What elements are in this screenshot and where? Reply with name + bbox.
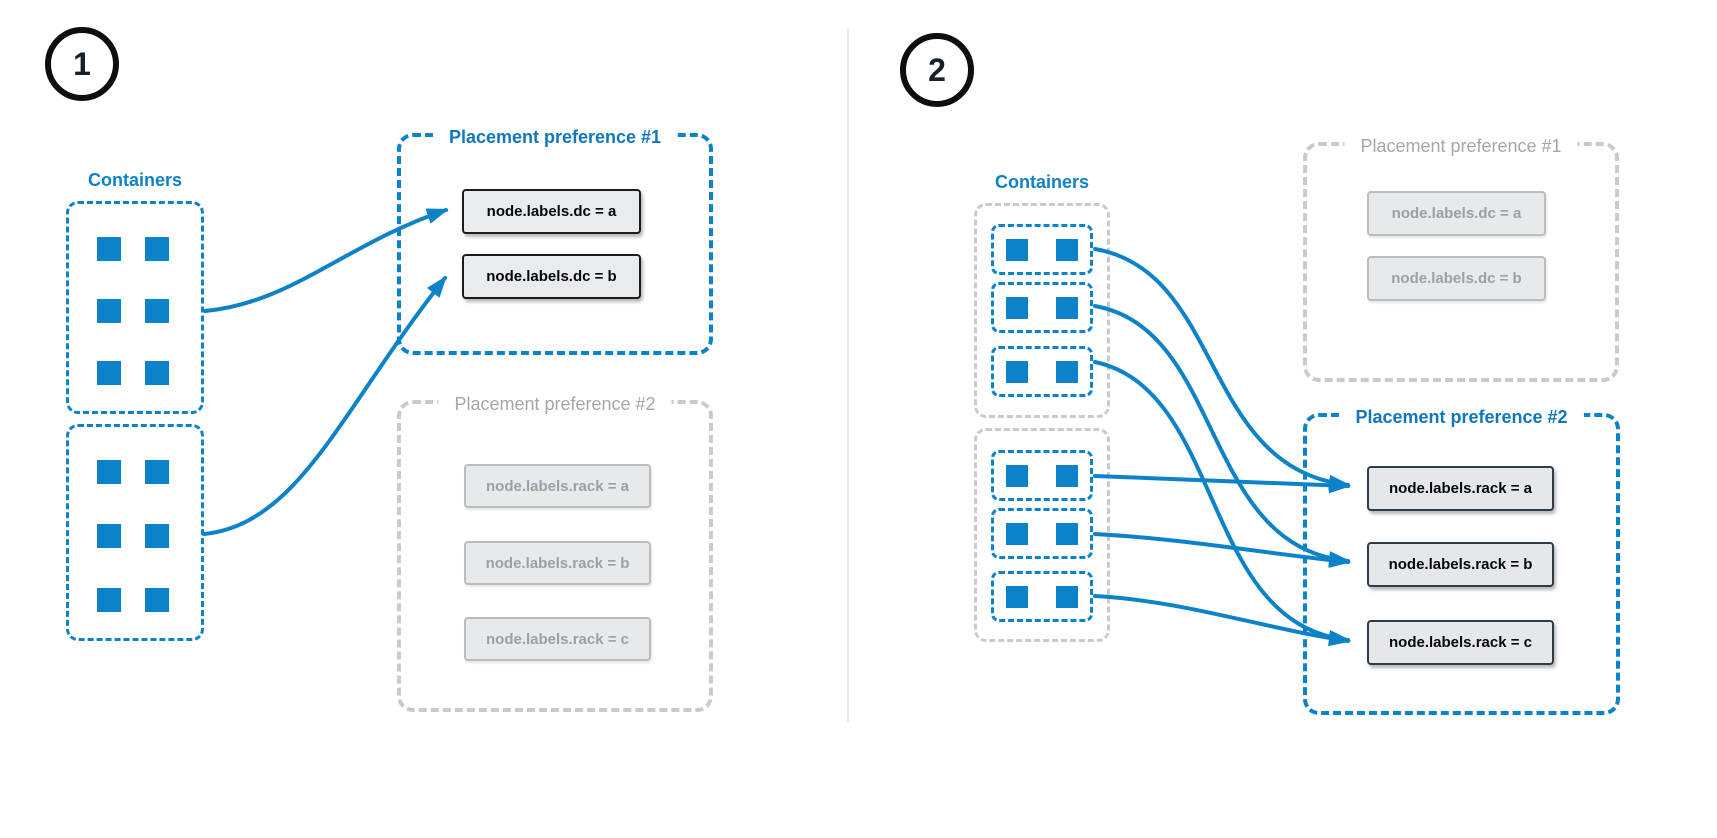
container-square — [1006, 238, 1028, 261]
placement-preference-1-title: Placement preference #1 — [1344, 134, 1578, 158]
pref-item-dc-b: node.labels.dc = b — [1367, 256, 1546, 301]
container-box-2 — [991, 282, 1093, 333]
container-square — [145, 460, 169, 484]
container-box-3 — [991, 346, 1093, 397]
pref-item-rack-b: node.labels.rack = b — [464, 541, 651, 585]
container-square — [1056, 296, 1078, 319]
container-square — [145, 299, 169, 323]
container-square — [1056, 238, 1078, 261]
placement-preference-2-panel-2: Placement preference #2 node.labels.rack… — [1303, 405, 1620, 715]
panel-2-badge: 2 — [900, 33, 974, 107]
container-box-1 — [991, 224, 1093, 275]
container-square — [1006, 585, 1028, 608]
container-group-2 — [66, 424, 204, 641]
pref-item-dc-a: node.labels.dc = a — [1367, 191, 1546, 236]
panel-1-badge-number: 1 — [73, 45, 91, 82]
pref-item-dc-b: node.labels.dc = b — [462, 254, 641, 299]
container-square — [1056, 464, 1078, 487]
placement-preference-2-title: Placement preference #2 — [438, 392, 672, 416]
container-square — [97, 460, 121, 484]
pref-item-dc-a: node.labels.dc = a — [462, 189, 641, 234]
container-square — [1056, 585, 1078, 608]
placement-preference-2-panel-1: Placement preference #2 node.labels.rack… — [397, 392, 713, 712]
panel-2-badge-number: 2 — [928, 51, 946, 88]
pref-item-rack-a: node.labels.rack = a — [464, 464, 651, 508]
container-outer-group-1 — [974, 203, 1110, 418]
container-outer-group-2 — [974, 428, 1110, 642]
container-square — [145, 588, 169, 612]
container-square — [145, 237, 169, 261]
container-square — [97, 588, 121, 612]
placement-preference-1-panel-2: Placement preference #1 node.labels.dc =… — [1303, 134, 1619, 382]
container-box-6 — [991, 571, 1093, 622]
container-box-4 — [991, 450, 1093, 501]
container-square — [97, 299, 121, 323]
container-square — [1006, 464, 1028, 487]
container-group-1 — [66, 201, 204, 414]
panel-1-badge: 1 — [45, 27, 119, 101]
pref-item-rack-c: node.labels.rack = c — [464, 617, 651, 661]
placement-preference-1-panel-1: Placement preference #1 node.labels.dc =… — [397, 125, 713, 355]
panel-divider — [847, 28, 849, 722]
container-square — [145, 524, 169, 548]
container-square — [1056, 360, 1078, 383]
container-box-5 — [991, 508, 1093, 559]
container-square — [97, 361, 121, 385]
container-square — [1006, 360, 1028, 383]
container-square — [1056, 522, 1078, 545]
containers-label-panel-1: Containers — [87, 170, 183, 190]
pref-item-rack-a: node.labels.rack = a — [1367, 466, 1554, 511]
container-square — [1006, 296, 1028, 319]
pref-item-rack-c: node.labels.rack = c — [1367, 620, 1554, 665]
container-square — [1006, 522, 1028, 545]
container-square — [97, 524, 121, 548]
container-square — [145, 361, 169, 385]
placement-preference-2-title: Placement preference #2 — [1339, 405, 1584, 429]
container-square — [97, 237, 121, 261]
pref-item-rack-b: node.labels.rack = b — [1367, 542, 1554, 587]
containers-label-panel-2: Containers — [994, 172, 1090, 192]
placement-preference-1-title: Placement preference #1 — [432, 125, 678, 149]
